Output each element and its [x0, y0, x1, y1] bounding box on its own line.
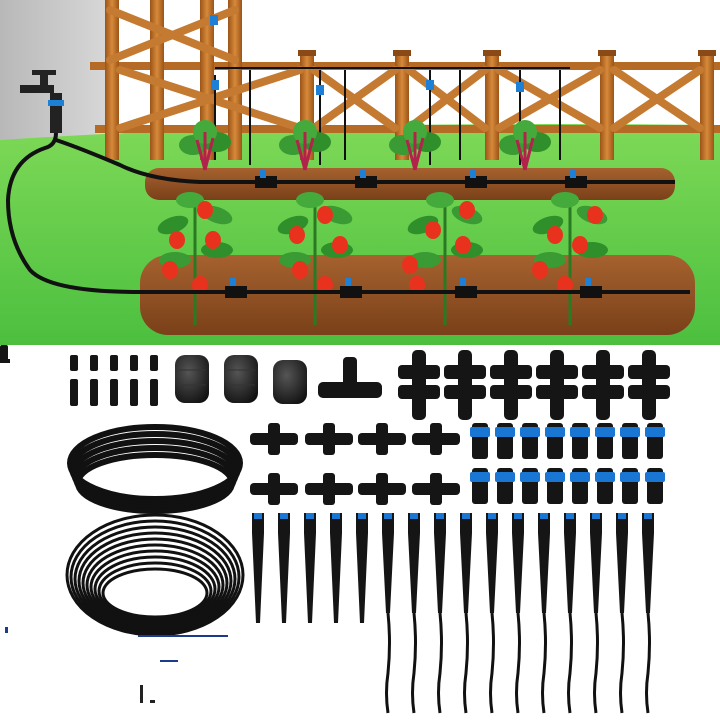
tubing-end-caps — [175, 355, 307, 404]
garden-irrigation-illustration — [0, 0, 720, 345]
pepper-plants — [157, 192, 608, 325]
kit-components — [0, 345, 720, 720]
beet-plants — [179, 120, 551, 171]
tee-connectors — [250, 423, 460, 505]
tubing-coil-upper — [67, 424, 243, 514]
end-plugs — [0, 345, 10, 363]
four-way-connectors — [398, 350, 670, 420]
barbed-couplings — [470, 423, 665, 504]
soil-bed-front — [140, 255, 695, 335]
irrigation-pipe — [5, 132, 690, 294]
tubing-coil-lower — [65, 513, 245, 637]
faucet-icon — [20, 70, 64, 133]
tee-connector-large — [318, 357, 382, 398]
pipe-fittings — [225, 170, 602, 298]
stake-drippers — [252, 513, 654, 714]
stray-marks — [5, 627, 228, 703]
end-plug-grid — [70, 355, 158, 406]
